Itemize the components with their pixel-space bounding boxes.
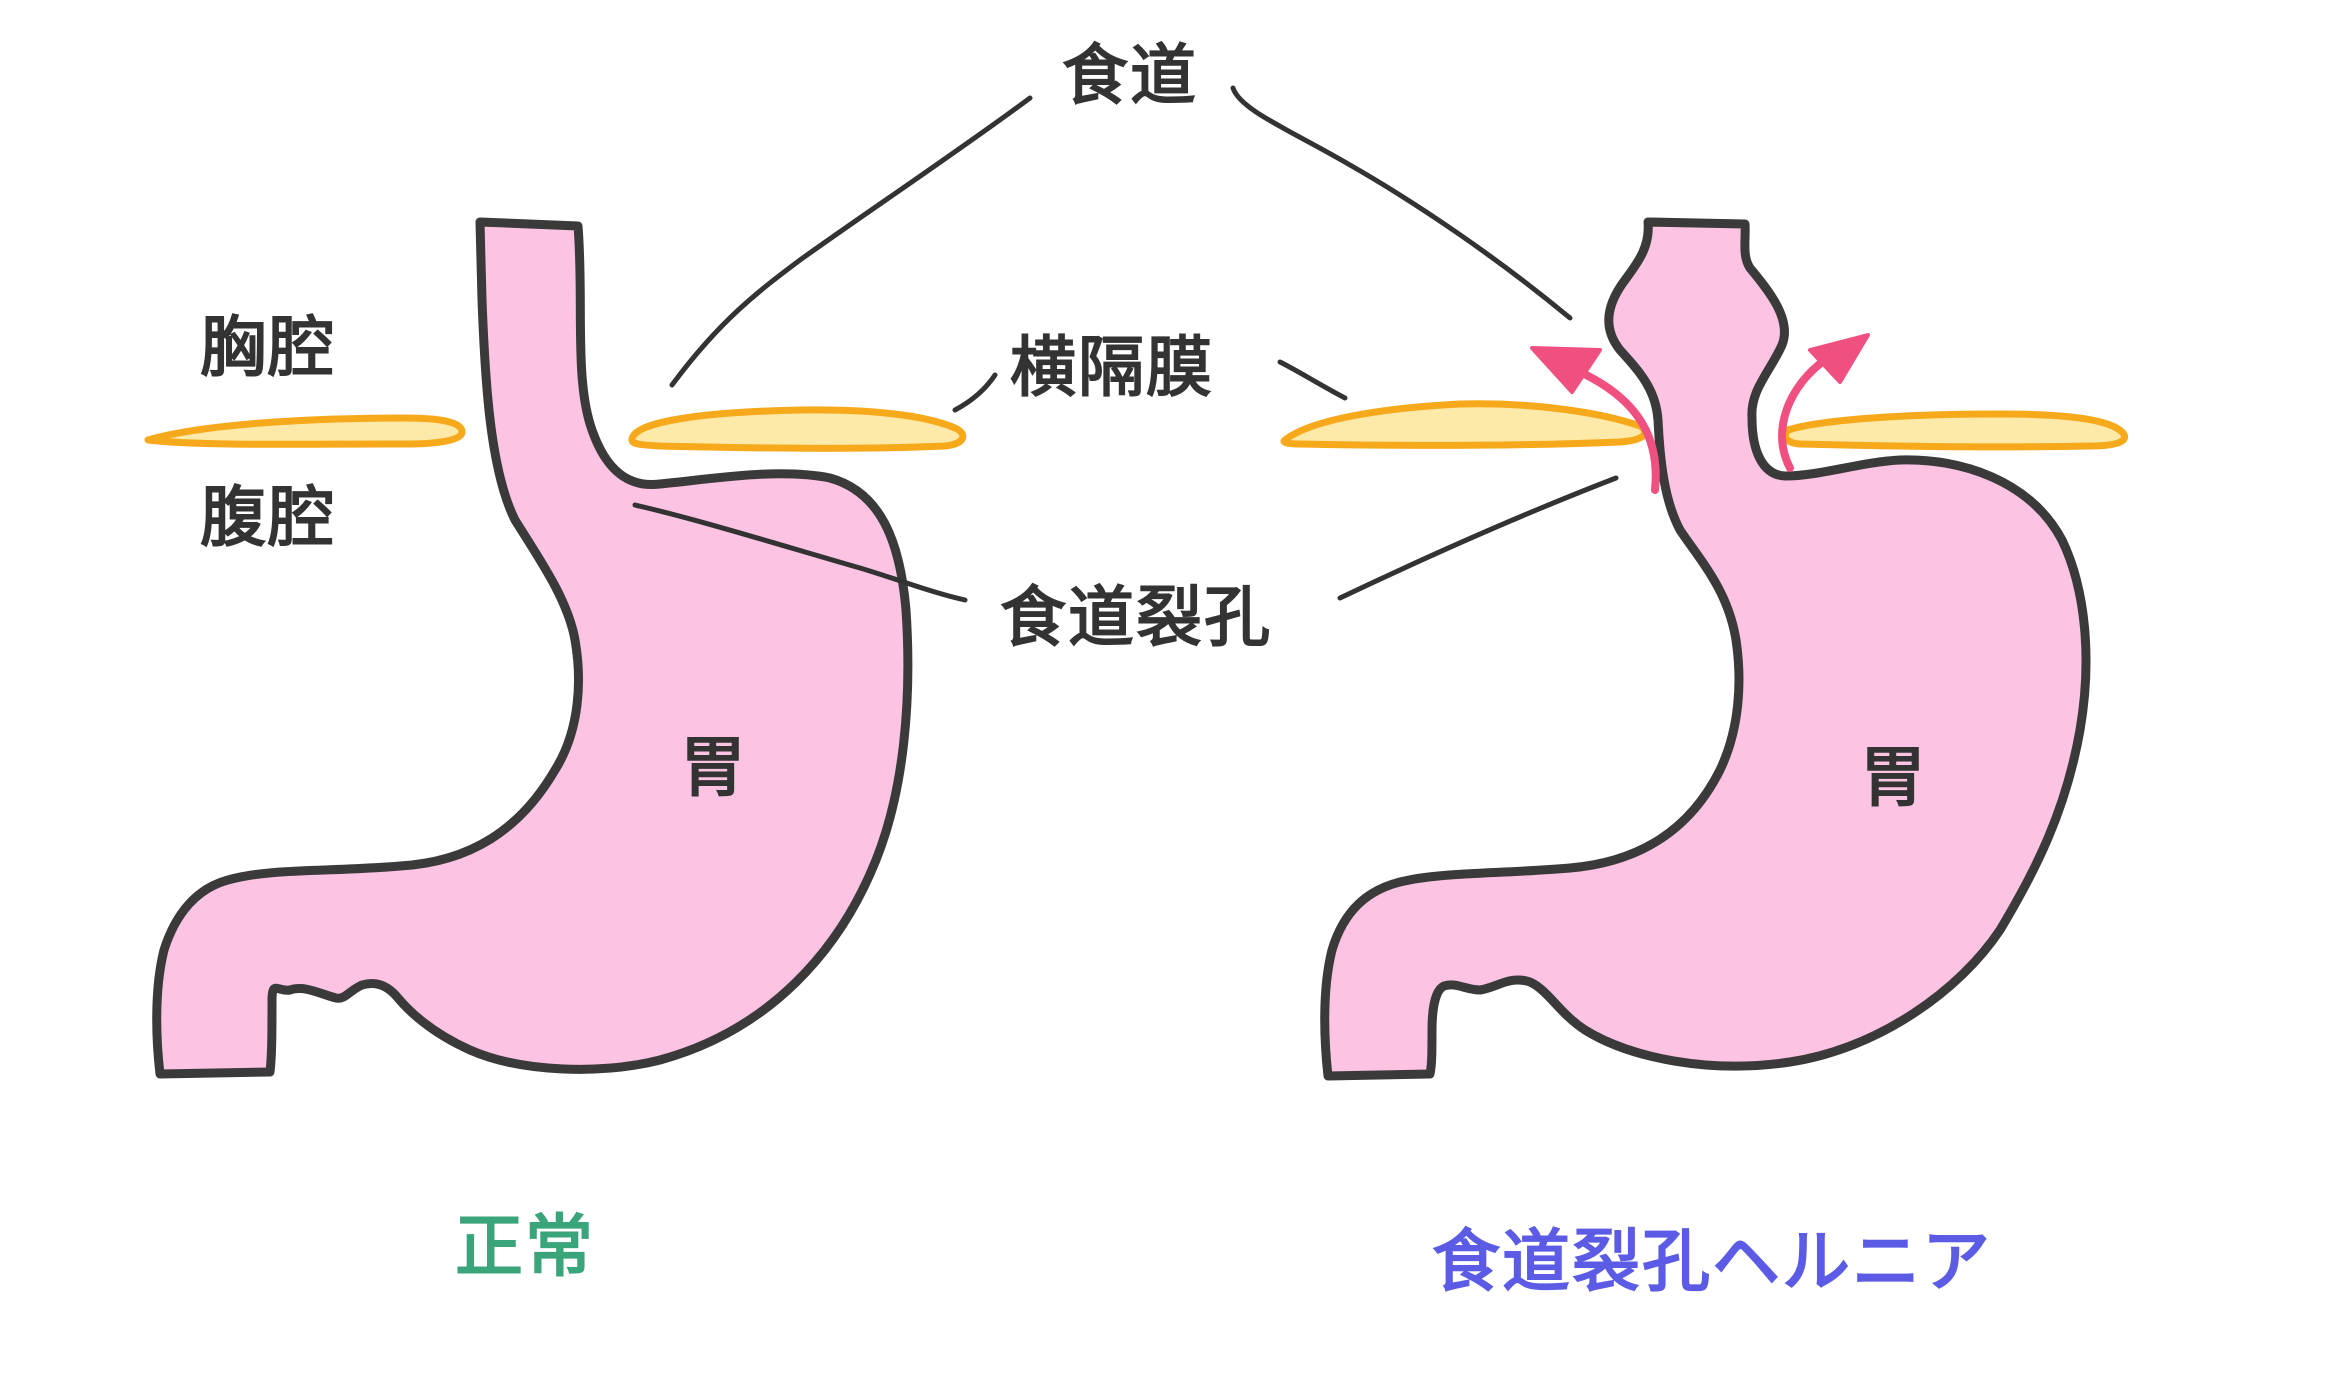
stomach-hernia	[1320, 217, 2091, 1081]
diaphragm-left-outer	[144, 414, 466, 448]
diaphragm-right-inner	[1781, 410, 2129, 451]
leader-hiatus-right	[1337, 475, 1619, 601]
arrow-left-shaft	[1576, 368, 1660, 494]
label-abdominal-cavity: 腹腔	[200, 479, 336, 556]
diaphragm-right-outer	[1280, 400, 1649, 449]
arrow-right-shaft	[1778, 356, 1829, 472]
label-thoracic-cavity: 胸腔	[200, 309, 336, 386]
caption-hernia: 食道裂孔ヘルニア	[1432, 1223, 1992, 1302]
leader-diaphragm-right	[1277, 359, 1348, 401]
leader-diaphragm-left	[952, 372, 998, 413]
label-stomach-hernia: 胃	[1860, 739, 1928, 816]
label-hiatus: 食道裂孔	[1000, 579, 1272, 656]
label-esophagus: 食道	[1062, 37, 1198, 114]
normal-panel: 胸腔 腹腔 胃 正常	[144, 95, 1033, 1287]
arrow-left-head	[1530, 346, 1602, 394]
center-labels: 食道 横隔膜 食道裂孔	[1000, 37, 1272, 656]
stomach-normal	[152, 217, 913, 1079]
hernia-panel: 胃 食道裂孔ヘルニア	[1230, 85, 2129, 1302]
herniation-arrows	[1530, 333, 1870, 494]
diaphragm-left-inner	[628, 406, 967, 452]
leader-hiatus-left	[632, 502, 968, 603]
leader-esophagus-right	[1230, 85, 1573, 321]
leader-esophagus-left	[669, 95, 1033, 388]
label-diaphragm: 横隔膜	[1010, 329, 1214, 406]
label-stomach-normal: 胃	[680, 729, 748, 806]
arrow-right-head	[1808, 333, 1870, 384]
caption-normal: 正常	[455, 1208, 595, 1287]
